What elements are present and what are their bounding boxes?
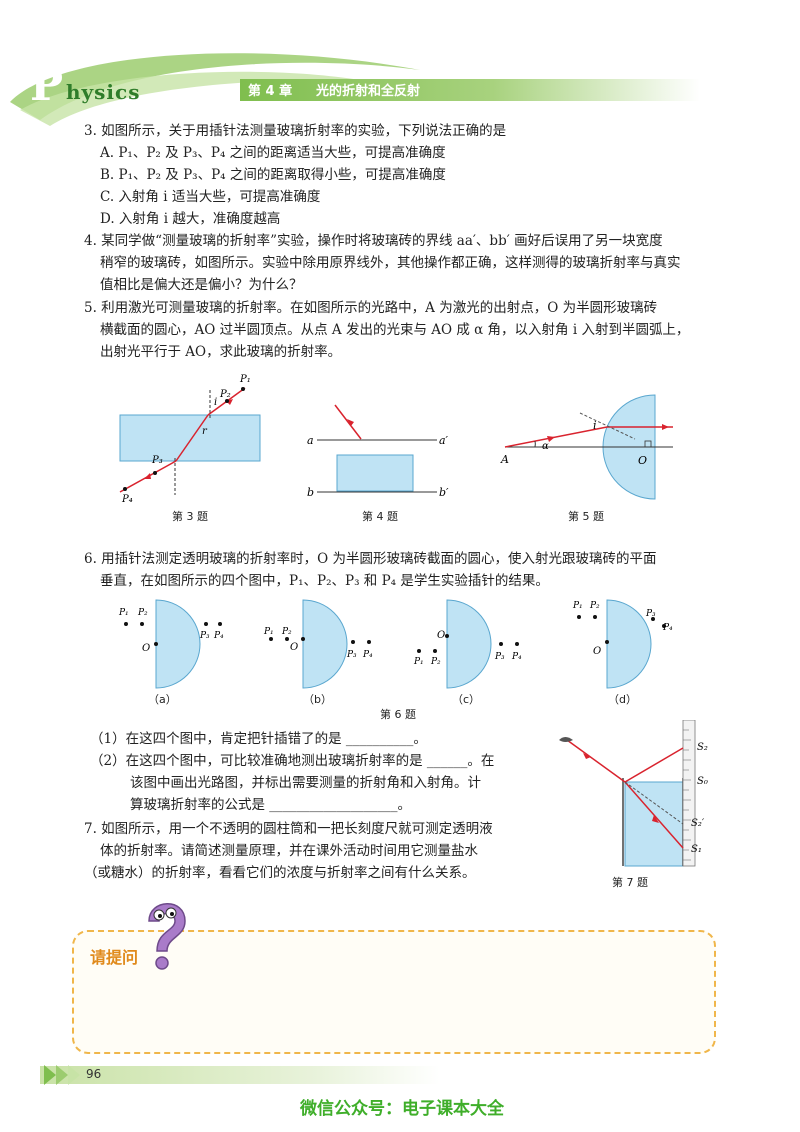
label-p1: P₁ xyxy=(413,657,424,667)
label-o: O xyxy=(142,643,150,654)
q4-line2: 稍窄的玻璃砖，如图所示。实验中除用原界线外，其他操作都正确，这样测得的玻璃折射率… xyxy=(100,255,681,271)
q5-line3: 出射光平行于 AO，求此玻璃的折射率。 xyxy=(100,344,342,360)
ruler-ticks xyxy=(683,729,691,861)
label-p3: P₃ xyxy=(151,455,163,466)
label-s0: S₀ xyxy=(697,776,708,787)
q7-line3: （或糖水）的折射率，看看它们的浓度与折射率之间有什么关系。 xyxy=(84,865,476,881)
figure-6c-label: （c） xyxy=(452,693,481,706)
logo-letter: P xyxy=(30,60,64,111)
logo-text: hysics xyxy=(66,80,141,104)
figure-6c: P₁ P₂ P₃ P₄ O xyxy=(413,599,522,689)
figure-5-caption: 第 5 题 xyxy=(568,510,604,523)
figure-6b: P₁ P₂ P₃ P₄ O xyxy=(263,599,373,689)
label-p4: P₄ xyxy=(511,652,522,662)
label-o: O xyxy=(290,642,298,653)
q4-line3: 值相比是偏大还是偏小？为什么？ xyxy=(100,277,303,293)
pin-p2 xyxy=(225,399,229,403)
chapter-number: 第 4 章 xyxy=(248,84,293,99)
footer-arrows-icon xyxy=(44,1065,80,1085)
q6-sub2-line2: 该图中画出光路图，并标出需要测量的折射角和入射角。计 xyxy=(130,775,481,791)
label-p2: P₂ xyxy=(219,389,231,400)
pin-p1 xyxy=(241,387,245,391)
label-p4: P₄ xyxy=(121,494,133,505)
q3-stem: 3. 如图所示，关于用插针法测量玻璃折射率的实验，下列说法正确的是 xyxy=(84,123,507,139)
figure-4: a a′ b b′ xyxy=(307,404,449,499)
pin-p3 xyxy=(153,471,157,475)
figure-3-caption: 第 3 题 xyxy=(172,510,208,523)
q3-option-a: A. P₁、P₂ 及 P₃、P₄ 之间的距离适当大些，可提高准确度 xyxy=(100,145,446,161)
label-p2: P₂ xyxy=(589,601,600,611)
label-p4: P₄ xyxy=(362,650,373,660)
label-p2: P₂ xyxy=(281,627,292,637)
label-p3: P₃ xyxy=(494,652,505,662)
label-angle-r: r xyxy=(202,426,208,437)
watermark-text: 微信公众号：电子课本大全 xyxy=(300,1099,504,1119)
q3-option-d: D. 入射角 i 越大，准确度越高 xyxy=(100,211,281,227)
label-angle-i: i xyxy=(214,397,217,408)
pin-p4 xyxy=(123,487,127,491)
eye-icon xyxy=(559,737,573,742)
figure-7-caption: 第 7 题 xyxy=(612,876,648,889)
q6-sub1: （1）在这四个图中，肯定把针插错了的是 __________。 xyxy=(90,731,427,747)
label-s2: S₂ xyxy=(697,742,708,753)
q5-line2: 横截面的圆心，AO 过半圆顶点。从点 A 发出的光束与 AO 成 α 角，以入射… xyxy=(100,322,690,338)
label-s1: S₁ xyxy=(691,844,702,855)
q6-line2: 垂直，在如图所示的四个图中，P₁、P₂、P₃ 和 P₄ 是学生实验插针的结果。 xyxy=(100,573,549,589)
label-angle-i: i xyxy=(593,419,597,432)
label-a-point: A xyxy=(500,453,509,466)
chapter-band xyxy=(240,79,700,101)
figure-6a-label: （a） xyxy=(148,693,177,706)
label-angle-alpha: α xyxy=(542,441,549,452)
figure-4-caption: 第 4 题 xyxy=(362,510,398,523)
label-o: O xyxy=(437,630,445,641)
header-swoosh xyxy=(10,53,420,126)
question-mark-mascot-icon xyxy=(148,903,186,970)
figure-5: A O i α xyxy=(500,394,673,500)
page-number: 96 xyxy=(86,1067,102,1081)
figure-3: P₁ P₂ P₃ P₄ i r xyxy=(119,374,261,505)
label-p2: P₂ xyxy=(137,608,148,618)
figure-6-caption: 第 6 题 xyxy=(380,708,416,721)
label-a-prime: a′ xyxy=(439,434,449,447)
label-p1: P₁ xyxy=(263,627,274,637)
label-s2-prime: S₂′ xyxy=(691,818,705,829)
label-p4: P₄ xyxy=(213,631,224,641)
figure-6b-label: （b） xyxy=(303,693,332,706)
q7-line2: 体的折射率。请简述测量原理，并在课外活动时间用它测量盐水 xyxy=(100,843,478,859)
ask-question-box[interactable] xyxy=(72,930,716,1054)
label-a: a xyxy=(307,434,314,447)
label-p1: P₁ xyxy=(118,608,129,618)
q6-sub2-line3: 算玻璃折射率的公式是 ___________________。 xyxy=(130,797,412,813)
q6-sub2-line1: （2）在这四个图中，可比较准确地测出玻璃折射率的是 ______。在 xyxy=(90,753,495,769)
label-b: b xyxy=(307,486,314,499)
footer-band xyxy=(40,1066,440,1084)
label-o-center: O xyxy=(638,454,647,467)
label-o: O xyxy=(593,646,601,657)
ask-label: 请提问 xyxy=(90,948,139,967)
q3-option-b: B. P₁、P₂ 及 P₃、P₄ 之间的距离取得小些，可提高准确度 xyxy=(100,167,446,183)
q6-line1: 6. 用插针法测定透明玻璃的折射率时，O 为半圆形玻璃砖截面的圆心，使入射光跟玻… xyxy=(84,551,657,567)
label-p1: P₁ xyxy=(239,374,251,385)
figure-6a: P₁ P₂ P₃ P₄ O xyxy=(118,599,224,689)
label-p3: P₃ xyxy=(645,609,656,619)
figure-7: S₂ S₀ S₂′ S₁ xyxy=(559,720,708,867)
label-b-prime: b′ xyxy=(439,486,449,499)
label-p4: P₄ xyxy=(662,623,673,633)
q4-line1: 4. 某同学做“测量玻璃的折射率”实验，操作时将玻璃砖的界线 aa′、bb′ 画… xyxy=(84,233,663,249)
figure-6d: P₁ P₂ P₃ P₄ O xyxy=(572,599,673,689)
q5-line1: 5. 利用激光可测量玻璃的折射率。在如图所示的光路中，A 为激光的出射点，O 为… xyxy=(84,300,658,316)
label-p1: P₁ xyxy=(572,601,583,611)
figure-6d-label: （d） xyxy=(608,693,637,706)
label-p2: P₂ xyxy=(430,657,441,667)
q7-line1: 7. 如图所示，用一个不透明的圆柱筒和一把长刻度尺就可测定透明液 xyxy=(84,821,493,837)
label-p3: P₃ xyxy=(346,650,357,660)
chapter-title: 光的折射和全反射 xyxy=(316,84,421,99)
label-p3: P₃ xyxy=(199,631,210,641)
q3-option-c: C. 入射角 i 适当大些，可提高准确度 xyxy=(100,189,321,205)
